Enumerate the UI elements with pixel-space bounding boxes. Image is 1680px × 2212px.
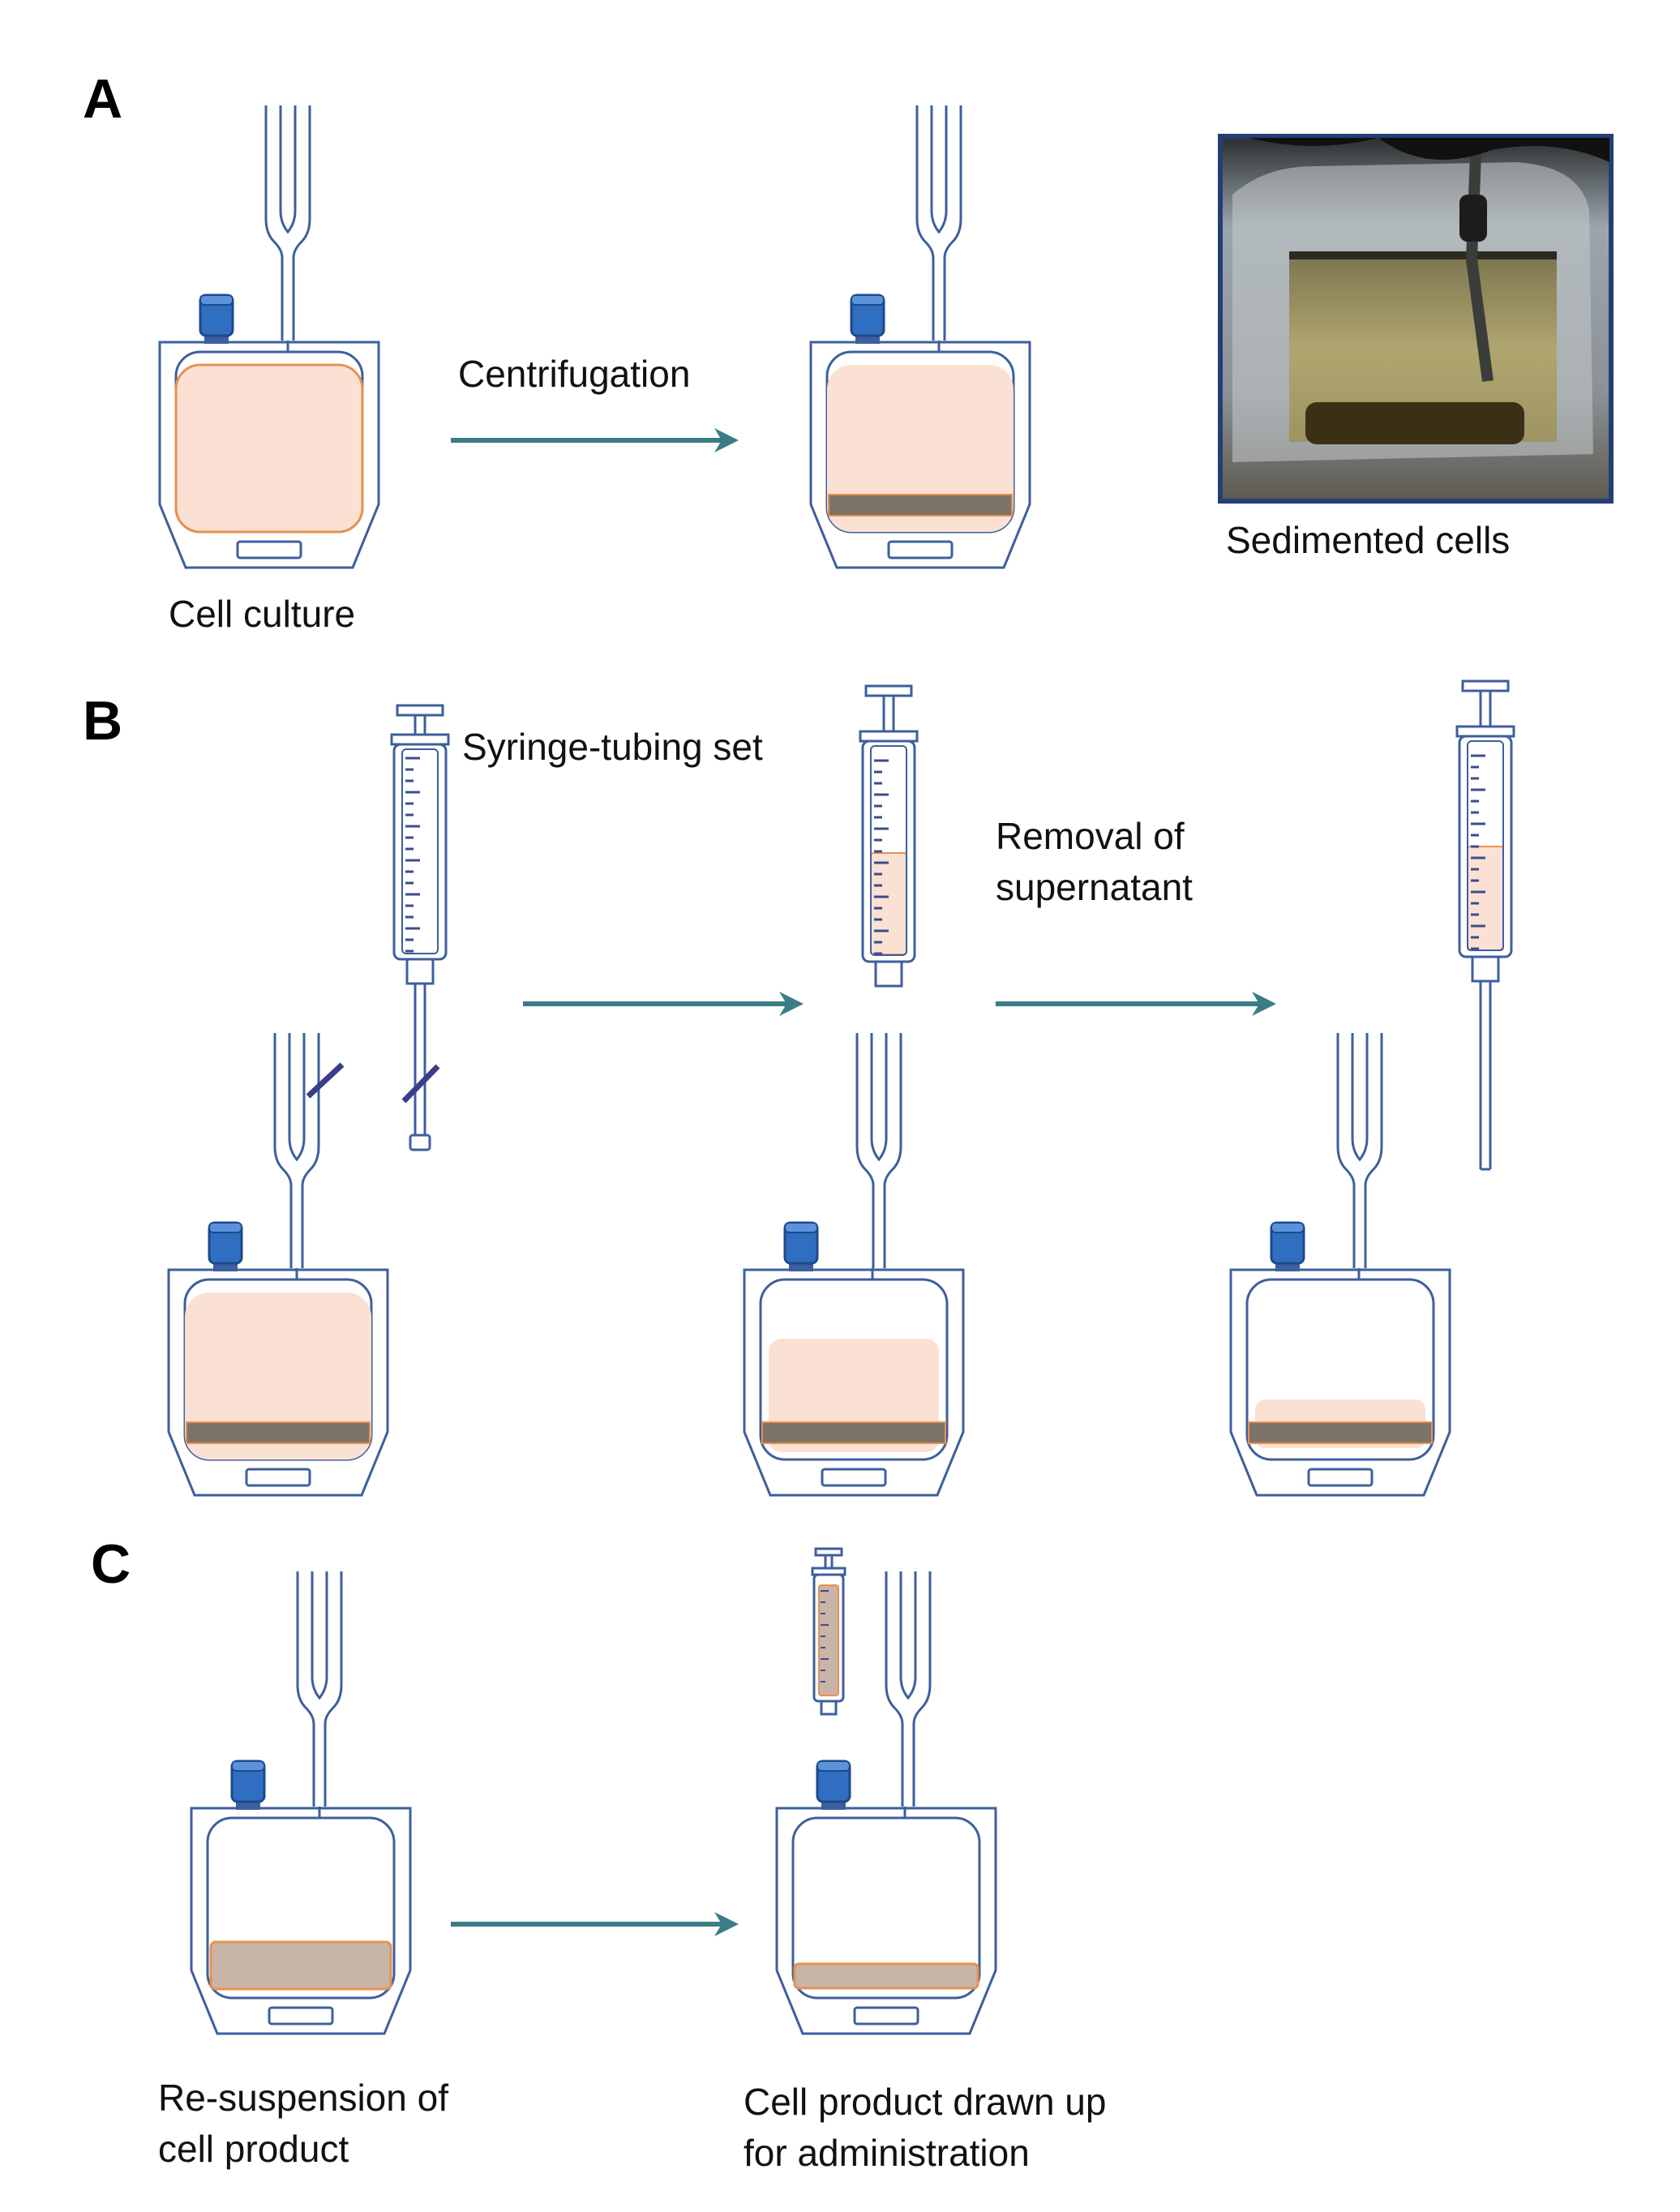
caption-removal-line2: supernatant <box>996 866 1193 908</box>
caption-resuspension-line1: Re-suspension of <box>158 2077 448 2119</box>
photo-sedimented-cells <box>1218 134 1614 504</box>
panel-label-a: A <box>83 68 122 130</box>
bag-b3 <box>1229 1221 1451 1497</box>
tube-b2 <box>855 1031 902 1270</box>
clamp-syringe <box>401 1064 440 1104</box>
caption-removal-line1: Removal of <box>996 815 1185 857</box>
caption-centrifugation: Centrifugation <box>458 353 690 395</box>
tube-b1 <box>273 1031 320 1270</box>
panel-b: B Syringe-tubing set <box>83 679 1515 1497</box>
tube-b3 <box>1336 1031 1383 1270</box>
syringe-filled <box>1455 679 1515 1171</box>
caption-sedimented-cells: Sedimented cells <box>1226 519 1510 561</box>
caption-resuspension-line2: cell product <box>158 2128 349 2170</box>
caption-syringe-tubing-set: Syringe-tubing set <box>462 726 763 768</box>
tube-c2 <box>885 1570 932 1808</box>
clamp-bag <box>306 1062 345 1099</box>
caption-drawn-line2: for administration <box>744 2132 1030 2174</box>
tube-c1 <box>296 1570 343 1808</box>
bag-cell-culture <box>158 294 380 569</box>
caption-cell-culture: Cell culture <box>169 593 355 635</box>
panel-label-b: B <box>83 690 122 752</box>
panel-label-c: C <box>91 1533 131 1595</box>
panel-c: C Re-suspension of cell product Cell pro… <box>91 1533 1106 2174</box>
tube-a1 <box>264 104 311 342</box>
tube-a2 <box>915 104 962 342</box>
syringe-product <box>811 1547 846 1716</box>
syringe-partially-filled <box>859 684 919 988</box>
panel-a: A Cell culture Centrifugation <box>83 68 1614 635</box>
bag-b1 <box>167 1221 389 1497</box>
bag-centrifuged <box>809 294 1031 569</box>
caption-drawn-line1: Cell product drawn up <box>744 2081 1106 2123</box>
bag-product <box>775 1760 997 2035</box>
syringe-empty <box>390 704 450 1151</box>
bag-resuspension <box>190 1760 412 2035</box>
bag-b2 <box>743 1221 965 1497</box>
